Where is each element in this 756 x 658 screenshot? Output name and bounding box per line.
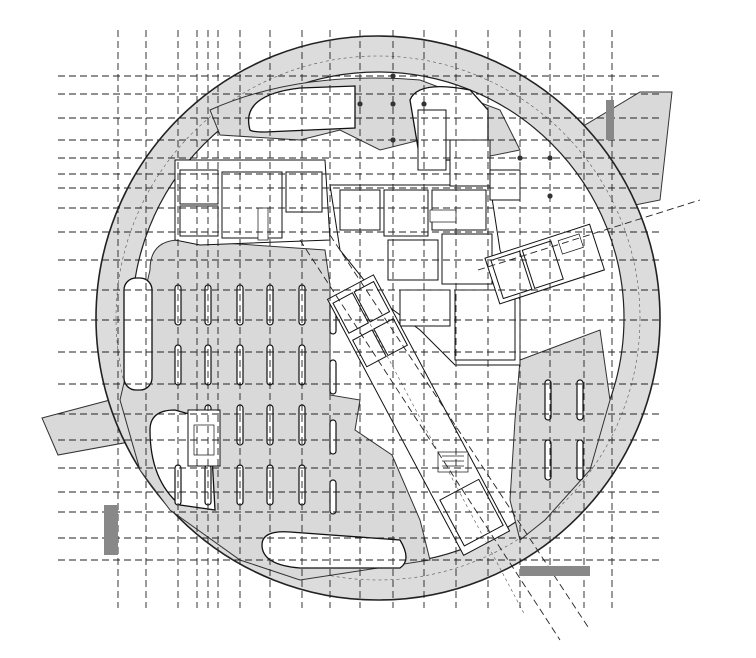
tower-southwest	[187, 409, 221, 467]
column	[390, 101, 396, 107]
room-c-7	[399, 289, 451, 327]
column	[517, 155, 523, 161]
island-south	[261, 531, 407, 569]
room-nw-4	[285, 171, 323, 213]
dimension-markers	[104, 100, 614, 576]
column	[390, 137, 396, 143]
room-c-5	[441, 233, 493, 285]
parking-stall	[576, 379, 584, 421]
parking-stalls	[174, 284, 584, 515]
ring-guide-circle	[115, 55, 641, 581]
grid-axis-diagonal	[477, 199, 701, 271]
stair-nw	[257, 207, 269, 241]
columns	[357, 73, 553, 199]
stair-central	[429, 209, 457, 223]
wing-south-room-4	[373, 317, 409, 357]
room-nw-3	[221, 171, 283, 239]
room-ne-2	[449, 139, 491, 187]
column	[547, 155, 553, 161]
structural-grid	[58, 30, 701, 641]
column	[357, 101, 363, 107]
column	[421, 101, 427, 107]
room-nw-1	[179, 169, 219, 205]
room-c-2	[383, 189, 429, 237]
room-nw-2	[179, 205, 219, 237]
column	[390, 73, 396, 79]
parking-stall	[329, 419, 337, 455]
parking-deck-east	[509, 329, 611, 541]
stair-south	[437, 451, 469, 473]
column	[547, 193, 553, 199]
parking-stall	[329, 359, 337, 395]
dimension-marker	[606, 100, 614, 140]
dimension-marker	[520, 566, 576, 576]
dimension-marker	[560, 566, 590, 576]
island-west	[123, 277, 153, 391]
parking-stall	[576, 439, 584, 481]
dimension-marker	[104, 505, 118, 555]
room-ne-3	[489, 169, 521, 201]
parking-stall	[329, 479, 337, 515]
stair-south-box	[437, 451, 469, 473]
grid-axis-diagonal	[329, 234, 591, 631]
grid-axis-diagonal	[299, 239, 561, 641]
parking-stall	[544, 379, 552, 421]
